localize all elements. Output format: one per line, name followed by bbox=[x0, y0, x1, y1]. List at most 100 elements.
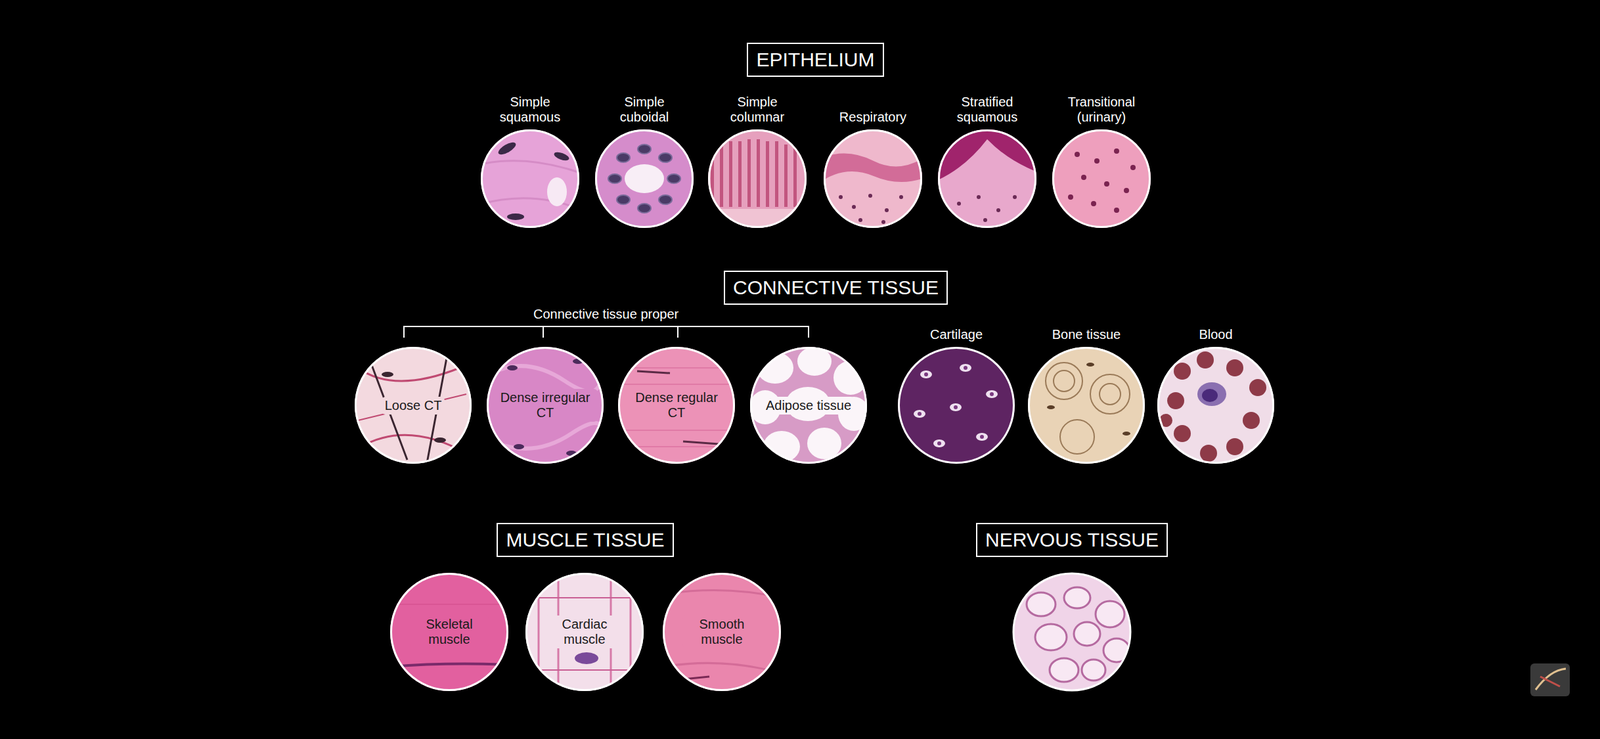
loose-ct-texture bbox=[353, 345, 473, 466]
illustration-shape bbox=[989, 392, 994, 397]
illustration-shape bbox=[833, 360, 868, 395]
illustration-shape bbox=[936, 128, 1038, 181]
illustration-shape bbox=[911, 206, 915, 211]
illustration-shape bbox=[616, 153, 630, 163]
tissue-circle: Transitional (urinary) bbox=[1052, 129, 1151, 228]
illustration-shape bbox=[956, 201, 961, 206]
illustration-shape bbox=[637, 144, 651, 154]
illustration-shape bbox=[976, 432, 988, 441]
category-title: NERVOUS TISSUE bbox=[985, 528, 1159, 552]
illustration-shape bbox=[538, 577, 631, 690]
illustration-shape bbox=[663, 662, 782, 674]
illustration-shape bbox=[763, 430, 800, 463]
tissue-circle: Blood bbox=[1157, 346, 1275, 464]
category-title: MUSCLE TISSUE bbox=[505, 528, 665, 552]
illustration-shape bbox=[1226, 359, 1244, 377]
illustration-shape bbox=[983, 218, 988, 223]
tissue-label: Simple squamous bbox=[487, 94, 573, 125]
illustration-shape bbox=[616, 345, 737, 466]
tissue-label: Blood bbox=[1163, 327, 1269, 343]
illustration-shape bbox=[496, 139, 518, 157]
watermark-icon bbox=[1530, 663, 1570, 697]
tissue-circle: Dense irregular CT bbox=[486, 346, 604, 464]
illustration-shape bbox=[616, 367, 737, 447]
tissue-label: Dense regular CT bbox=[623, 388, 730, 422]
illustration-shape bbox=[756, 352, 794, 384]
illustration-shape bbox=[1026, 345, 1147, 466]
tissue-label: Respiratory bbox=[830, 109, 916, 125]
nervous-circle bbox=[1013, 573, 1131, 691]
illustration-shape bbox=[729, 141, 733, 207]
tissue-circle: Dense regular CT bbox=[618, 346, 735, 464]
category-box: MUSCLE TISSUE bbox=[496, 522, 674, 557]
illustration-shape bbox=[953, 405, 958, 410]
illustration-shape bbox=[1104, 181, 1110, 187]
illustration-shape bbox=[381, 371, 394, 378]
tissue-circle: Skeletal muscle bbox=[390, 572, 509, 691]
illustration-shape bbox=[593, 128, 699, 234]
tissue-circle: Simple columnar bbox=[708, 129, 807, 228]
illustration-shape bbox=[1530, 663, 1570, 697]
illustration-shape bbox=[797, 346, 832, 376]
illustration-shape bbox=[361, 434, 467, 454]
illustration-shape bbox=[1167, 392, 1185, 410]
illustration-shape bbox=[747, 139, 751, 207]
illustration-shape bbox=[949, 403, 962, 412]
illustration-shape bbox=[1540, 676, 1560, 687]
illustration-shape bbox=[525, 597, 644, 670]
illustration-shape bbox=[1064, 587, 1091, 609]
adipose-texture bbox=[748, 345, 870, 466]
tissue-circle: Simple cuboidal bbox=[595, 129, 694, 228]
illustration-shape bbox=[507, 365, 518, 371]
tissue-circle: Loose CT bbox=[354, 346, 472, 464]
illustration-shape bbox=[390, 664, 510, 667]
illustration-shape bbox=[807, 427, 842, 460]
illustration-shape bbox=[1200, 444, 1218, 462]
illustration-shape bbox=[1081, 659, 1106, 681]
illustration-shape bbox=[608, 174, 622, 184]
illustration-shape bbox=[624, 164, 665, 194]
illustration-shape bbox=[1026, 592, 1056, 617]
illustration-shape bbox=[566, 450, 577, 456]
tissue-circle: Cartilage bbox=[897, 346, 1015, 464]
illustration-shape bbox=[937, 441, 942, 446]
illustration-shape bbox=[637, 203, 651, 213]
illustration-shape bbox=[1173, 362, 1191, 380]
illustration-shape bbox=[1173, 424, 1191, 443]
illustration-shape bbox=[976, 195, 981, 200]
illustration-shape bbox=[1123, 187, 1130, 194]
illustration-shape bbox=[1060, 419, 1095, 454]
illustration-shape bbox=[1130, 164, 1136, 171]
tissue-label: Stratified squamous bbox=[944, 94, 1030, 125]
tissue-label: Transitional (urinary) bbox=[1058, 94, 1145, 125]
illustration-shape bbox=[838, 195, 843, 200]
illustration-shape bbox=[979, 434, 984, 439]
illustration-shape bbox=[963, 365, 968, 370]
category-title: CONNECTIVE TISSUE bbox=[733, 275, 939, 300]
tissue-label: Adipose tissue bbox=[762, 396, 855, 415]
illustration-shape bbox=[1122, 431, 1131, 436]
illustration-shape bbox=[913, 409, 926, 418]
illustration-shape bbox=[574, 652, 599, 665]
illustration-shape bbox=[434, 437, 446, 443]
illustration-shape bbox=[1159, 413, 1173, 427]
illustration-shape bbox=[706, 208, 812, 236]
illustration-shape bbox=[479, 128, 585, 234]
tissue-label: Dense irregular CT bbox=[492, 388, 598, 422]
illustration-shape bbox=[1095, 600, 1125, 628]
illustration-shape bbox=[1094, 158, 1100, 164]
illustration-shape bbox=[1074, 151, 1080, 157]
illustration-shape bbox=[1086, 362, 1095, 367]
illustration-shape bbox=[1081, 174, 1087, 180]
illustration-shape bbox=[513, 444, 525, 450]
skeletal-texture bbox=[388, 571, 510, 693]
illustration-shape bbox=[1155, 345, 1276, 466]
cuboidal-texture bbox=[593, 128, 699, 234]
illustration-shape bbox=[1053, 370, 1075, 392]
stratified-texture bbox=[936, 128, 1042, 234]
illustration-shape bbox=[868, 193, 873, 198]
illustration-shape bbox=[1011, 571, 1133, 693]
tissue-circle: Smooth muscle bbox=[662, 572, 781, 691]
category-box: CONNECTIVE TISSUE bbox=[723, 270, 948, 305]
